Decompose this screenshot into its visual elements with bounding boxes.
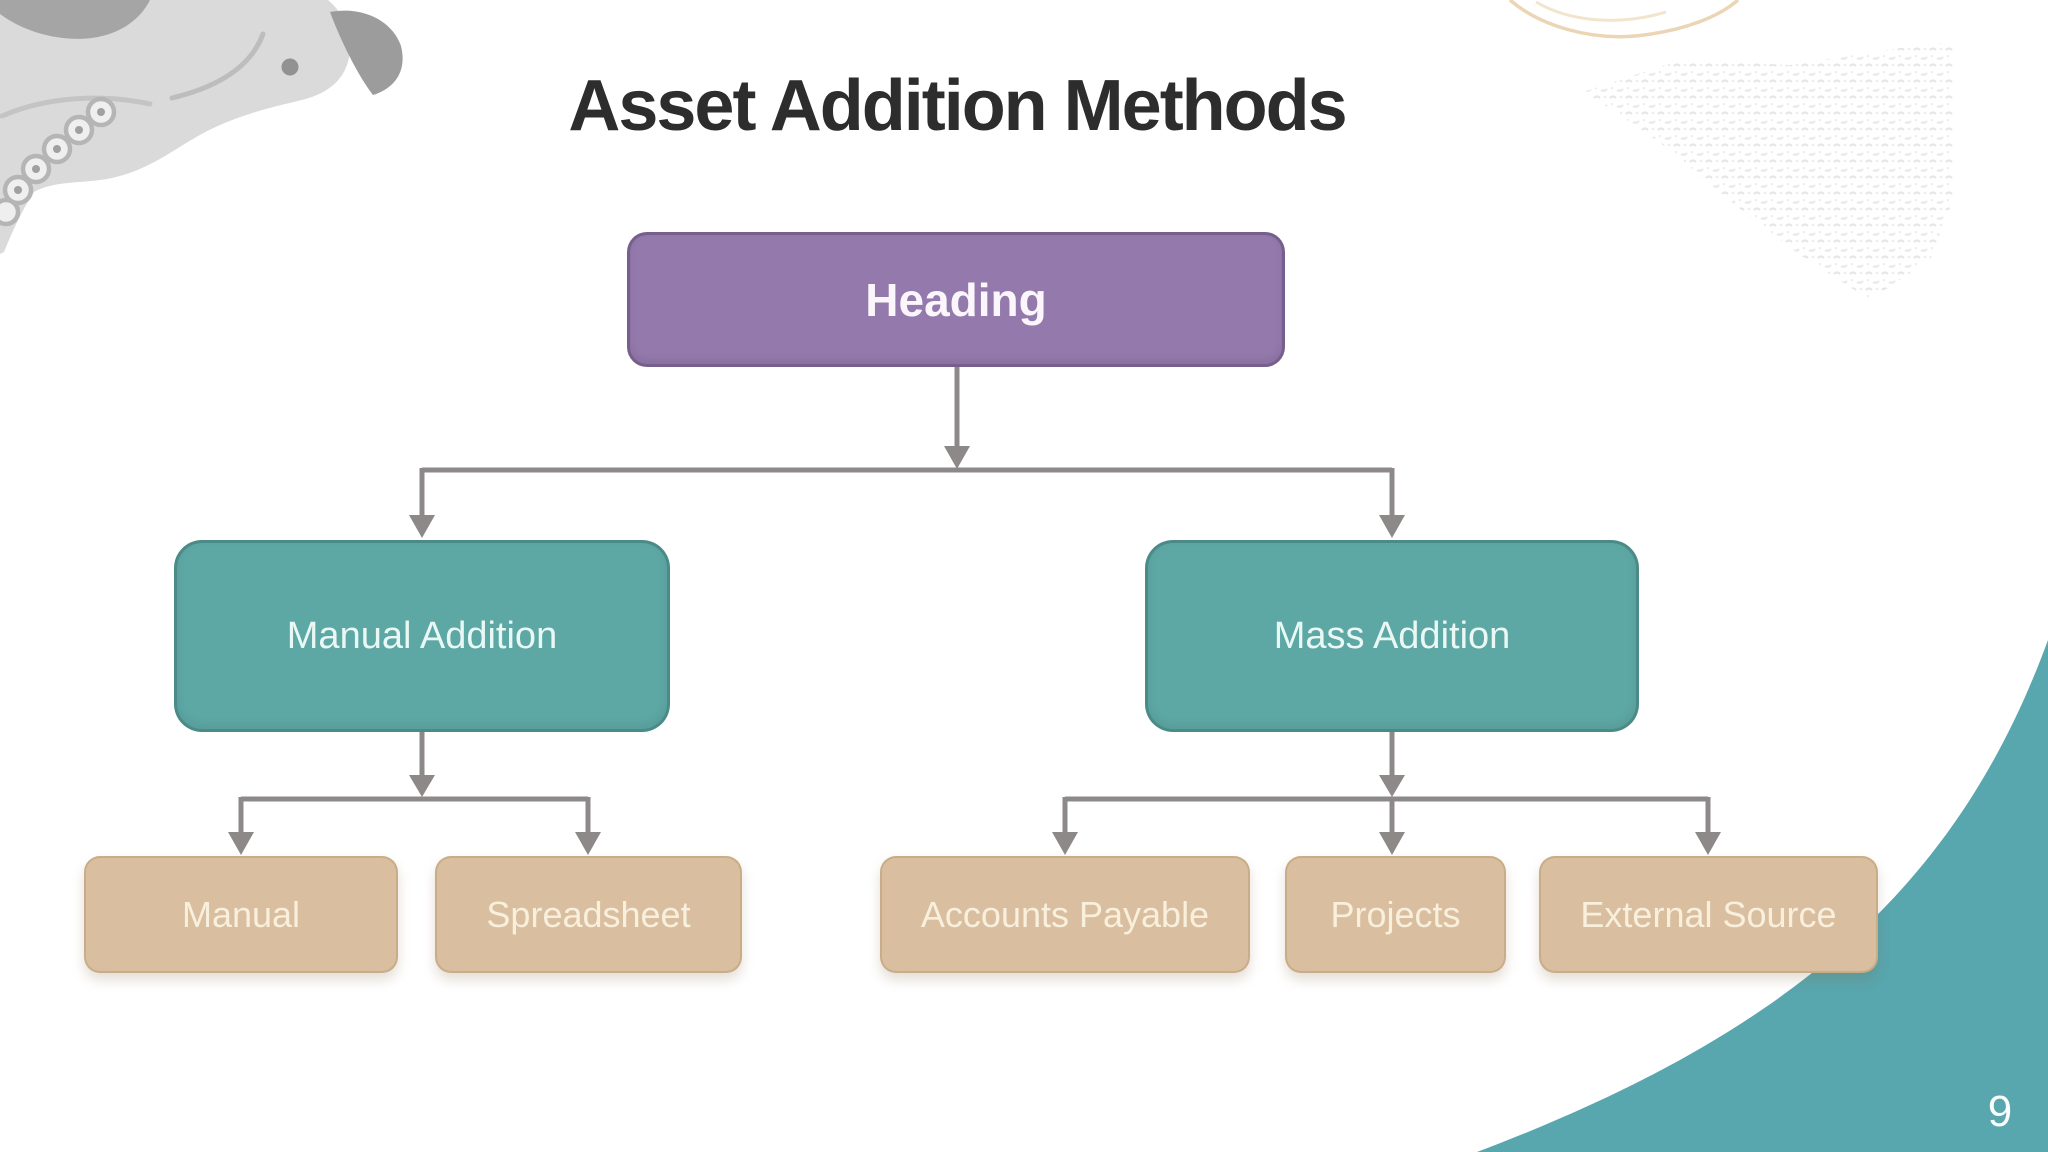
- tan-outline-doodle-icon: [1508, 0, 1740, 39]
- flowchart-node-spreadsheet: Spreadsheet: [435, 856, 742, 973]
- flowchart-node-manual: Manual: [84, 856, 398, 973]
- page-number: 9: [1987, 1087, 2013, 1136]
- flowchart-node-manual-addition: Manual Addition: [174, 540, 670, 732]
- flowchart-node-mass-addition: Mass Addition: [1145, 540, 1639, 732]
- flowchart-node-external-source: External Source: [1539, 856, 1878, 973]
- flowchart-node-projects: Projects: [1285, 856, 1506, 973]
- flowchart-node-heading: Heading: [627, 232, 1285, 367]
- flowchart-node-accounts-payable: Accounts Payable: [880, 856, 1250, 973]
- stipple-texture-icon: [1583, 42, 1953, 300]
- page-title: Asset Addition Methods: [568, 66, 1347, 146]
